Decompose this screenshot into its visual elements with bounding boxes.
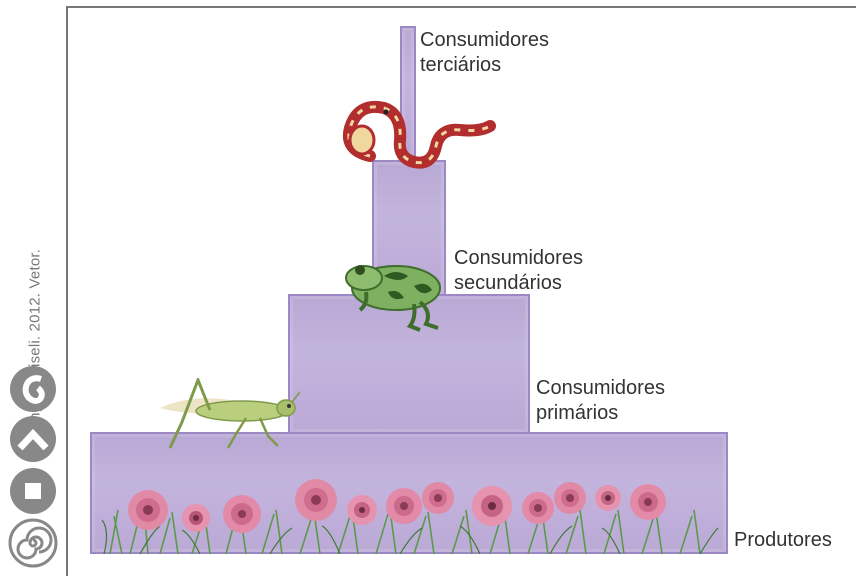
logo-swirl-icon: [8, 364, 58, 414]
label-primary-consumers: Consumidores primários: [536, 376, 665, 426]
label-secondary-consumers: Consumidores secundários: [454, 246, 583, 296]
label-producers-line1: Produtores: [734, 528, 832, 553]
label-tertiary-consumers: Consumidores terciários: [420, 28, 549, 78]
label-primary-line1: Consumidores: [536, 376, 665, 401]
frog-illustration: [340, 258, 446, 332]
label-secondary-line2: secundários: [454, 271, 583, 296]
flowers-illustration: [100, 470, 720, 554]
snake-illustration: [340, 100, 496, 172]
label-tertiary-line1: Consumidores: [420, 28, 549, 53]
label-primary-line2: primários: [536, 401, 665, 426]
logo-spiral-icon: [8, 518, 58, 568]
logo-chevron-icon: [8, 414, 58, 464]
grasshopper-illustration: [150, 378, 300, 452]
label-tertiary-line2: terciários: [420, 53, 549, 78]
logo-square-icon: [8, 466, 58, 516]
label-secondary-line1: Consumidores: [454, 246, 583, 271]
label-producers: Produtores: [734, 528, 832, 553]
